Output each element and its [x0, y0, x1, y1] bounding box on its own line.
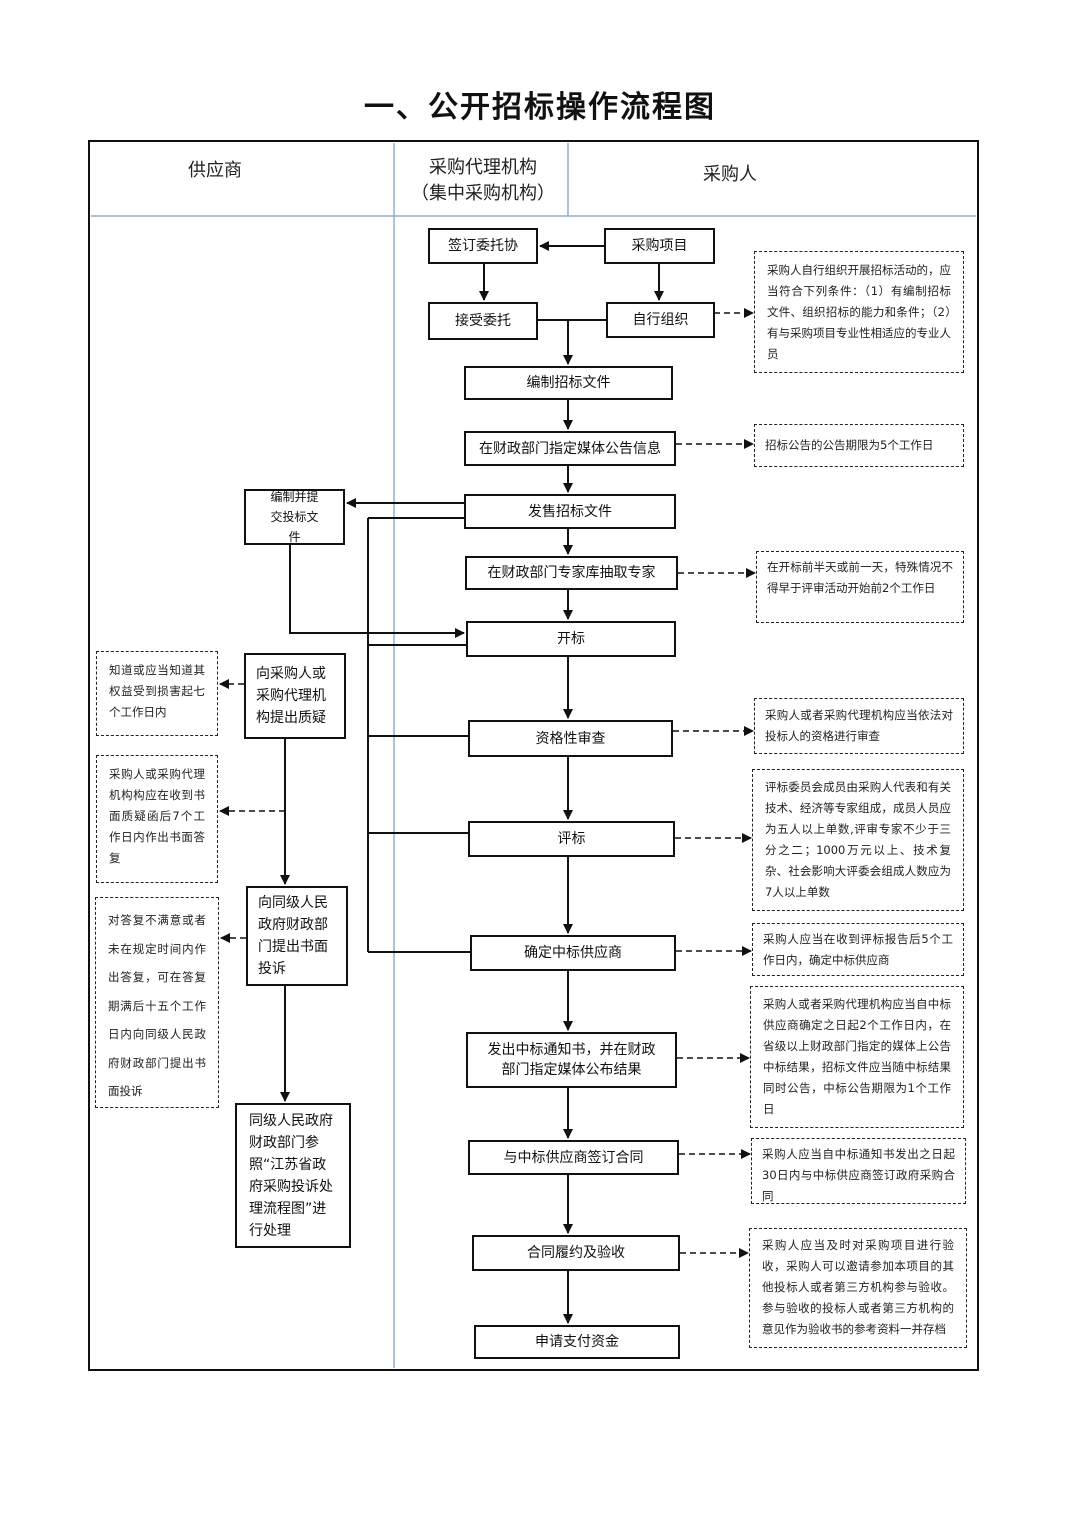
step-prepare-bid: 编制并提交投标文件	[244, 489, 345, 545]
step-determine-winner: 确定中标供应商	[470, 935, 676, 971]
note-committee: 评标委员会成员由采购人代表和有关技术、经济等专家组成，成员人员应为五人以上单数,…	[752, 769, 964, 911]
step-procurement-project: 采购项目	[604, 228, 715, 264]
step-sign-entrust: 签订委托协	[428, 228, 538, 264]
note-contract: 采购人应当自中标通知书发出之日起30日内与中标供应商签订政府采购合同	[751, 1138, 966, 1204]
note-query-deadline: 知道或应当知道其权益受到损害起七个工作日内	[96, 651, 218, 736]
step-file-complaint: 向同级人民政府财政部门提出书面投诉	[246, 886, 348, 986]
note-winner: 采购人应当在收到评标报告后5个工作日内，确定中标供应商	[752, 923, 964, 976]
step-self-organize: 自行组织	[606, 302, 715, 338]
lane-agency-line1: 采购代理机构	[429, 157, 537, 178]
step-sign-contract: 与中标供应商签订合同	[468, 1140, 679, 1175]
lane-agency-line2: （集中采购机构）	[411, 183, 555, 204]
note-qualification: 采购人或者采购代理机构应当依法对投标人的资格进行审查	[754, 698, 964, 754]
step-draw-experts: 在财政部门专家库抽取专家	[465, 556, 678, 590]
step-raise-query: 向采购人或采购代理机构提出质疑	[244, 653, 346, 739]
note-acceptance: 采购人应当及时对采购项目进行验收，采购人可以邀请参加本项目的其他投标人或者第三方…	[749, 1228, 967, 1348]
note-complaint-deadline: 对答复不满意或者未在规定时间内作出答复，可在答复期满后十五个工作日内向同级人民政…	[95, 897, 219, 1108]
step-compile-docs: 编制招标文件	[464, 366, 673, 400]
step-gov-handle: 同级人民政府财政部门参照“江苏省政府采购投诉处理流程图”进行处理	[235, 1103, 351, 1248]
lane-agency-header: 采购代理机构 （集中采购机构）	[404, 155, 562, 207]
note-notice-period: 招标公告的公告期限为5个工作日	[754, 424, 964, 467]
step-bid-opening: 开标	[466, 621, 676, 657]
step-apply-payment: 申请支付资金	[474, 1325, 680, 1359]
step-sell-docs: 发售招标文件	[464, 494, 676, 529]
page-title: 一、公开招标操作流程图	[364, 90, 716, 125]
note-publish-result: 采购人或者采购代理机构应当自中标供应商确定之日起2个工作日内，在省级以上财政部门…	[750, 986, 964, 1128]
step-qualification-review: 资格性审查	[468, 720, 673, 757]
step-issue-notice: 发出中标通知书，并在财政部门指定媒体公布结果	[466, 1032, 677, 1088]
step-accept-entrust: 接受委托	[428, 302, 538, 340]
note-expert-timing: 在开标前半天或前一天，特殊情况不得早于评审活动开始前2个工作日	[756, 551, 964, 623]
note-reply-deadline: 采购人或采购代理机构构应在收到书面质疑函后7个工作日内作出书面答复	[96, 755, 218, 883]
step-perform-accept: 合同履约及验收	[472, 1235, 680, 1271]
lane-purchaser-header: 采购人	[703, 164, 757, 185]
step-publish-notice: 在财政部门指定媒体公告信息	[464, 431, 676, 466]
step-evaluation: 评标	[468, 821, 675, 857]
diagram-frame	[88, 140, 979, 1371]
lane-supplier-header: 供应商	[188, 160, 242, 181]
note-self-org-conditions: 采购人自行组织开展招标活动的，应当符合下列条件：（1）有编制招标文件、组织招标的…	[754, 251, 964, 373]
